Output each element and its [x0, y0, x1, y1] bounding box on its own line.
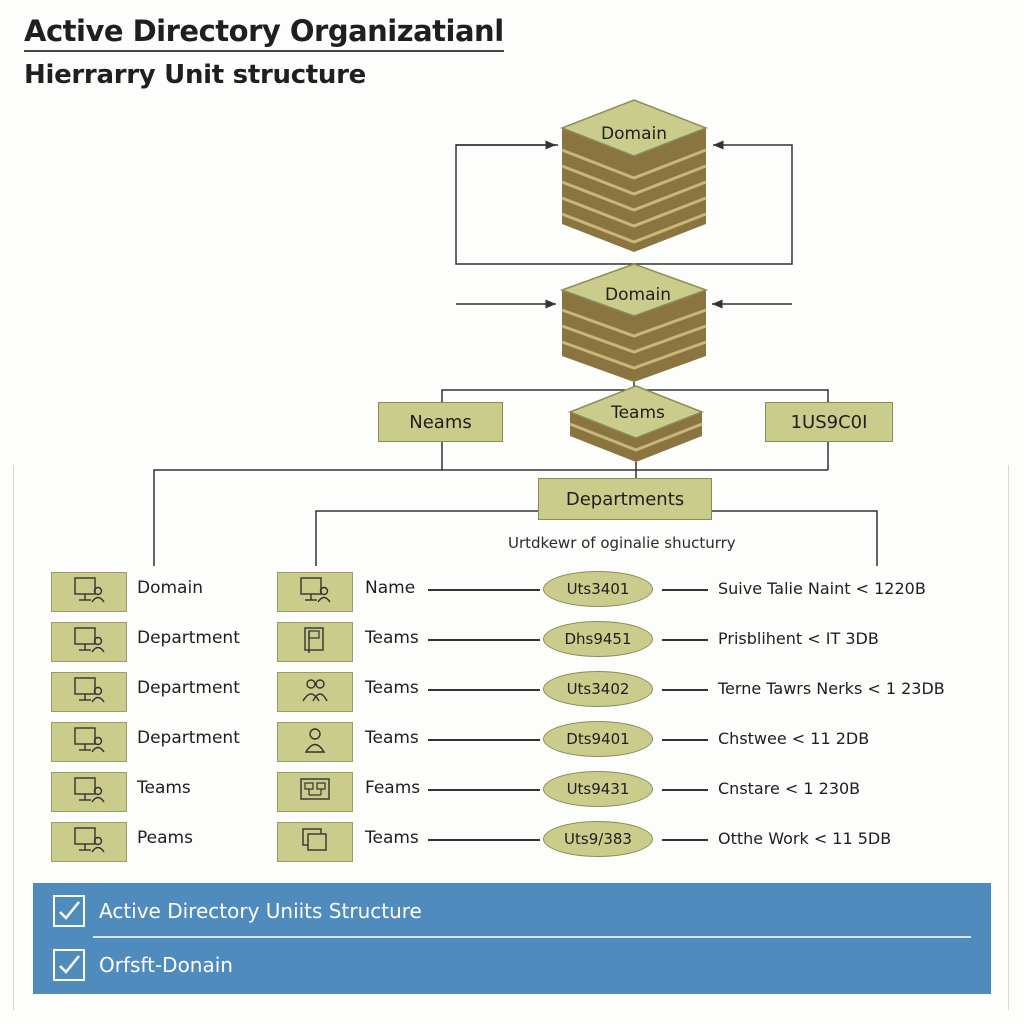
folders-icon: [295, 825, 335, 859]
footer-item2-label: Orfsft-Donain: [99, 953, 233, 977]
computer-user-icon: [69, 575, 109, 609]
ou-code-pill[interactable]: Dhs9451: [543, 621, 653, 657]
top-loop-connector: [455, 140, 793, 265]
footer-item1-label: Active Directory Uniits Structure: [99, 899, 422, 923]
ou-description: Chstwee < 11 2DB: [718, 729, 870, 748]
left-row-label: Domain: [137, 578, 203, 598]
middle-row-label: Name: [365, 578, 416, 598]
code-node[interactable]: 1US9C0I: [765, 402, 893, 442]
ou-description: Suive Talie Naint < 1220B: [718, 579, 926, 598]
computer-user-icon: [69, 625, 109, 659]
left-row-label: Department: [137, 678, 240, 698]
left-row-icon-box[interactable]: [51, 572, 127, 612]
footer-item-domain[interactable]: Orfsft-Donain: [53, 949, 233, 981]
computer-user-icon: [69, 725, 109, 759]
middle-row-icon-box[interactable]: [277, 772, 353, 812]
row-connector: [428, 839, 540, 841]
checkbox-icon[interactable]: [53, 949, 85, 981]
teams-center-label: Teams: [610, 403, 665, 423]
left-row-icon-box[interactable]: [51, 672, 127, 712]
left-row-label: Department: [137, 728, 240, 748]
domain-mid-label: Domain: [605, 285, 671, 305]
ou-code-pill[interactable]: Uts3402: [543, 671, 653, 707]
computer-user-icon: [69, 775, 109, 809]
row-connector: [428, 739, 540, 741]
computer-user-icon: [69, 825, 109, 859]
domain-top-stack[interactable]: Domain: [559, 99, 709, 252]
left-row-icon-box[interactable]: [51, 822, 127, 862]
lower-connectors: [153, 462, 878, 566]
row-connector: [428, 589, 540, 591]
ou-description: Prisblihent < IT 3DB: [718, 629, 879, 648]
ou-code-pill[interactable]: Dts9401: [543, 721, 653, 757]
left-row-icon-box[interactable]: [51, 772, 127, 812]
middle-row-label: Feams: [365, 778, 421, 798]
computer-user-icon: [69, 675, 109, 709]
frame-right: [1008, 465, 1009, 1010]
left-row-label: Peams: [137, 828, 193, 848]
domain-top-label: Domain: [601, 124, 667, 144]
row-connector: [428, 639, 540, 641]
teams-center-stack[interactable]: Teams: [567, 385, 705, 462]
ou-description: Cnstare < 1 230B: [718, 779, 861, 798]
domain-mid-stack[interactable]: Domain: [559, 263, 709, 382]
left-row-label: Department: [137, 628, 240, 648]
left-row-label: Teams: [137, 778, 191, 798]
computer-user-icon: [295, 575, 335, 609]
middle-row-icon-box[interactable]: [277, 572, 353, 612]
middle-row-label: Teams: [365, 678, 419, 698]
row-connector: [662, 639, 708, 641]
row-connector: [662, 839, 708, 841]
footer-divider: [93, 936, 971, 938]
departments-node[interactable]: Departments: [538, 478, 712, 520]
diagram-title-line2: Hierrarry Unit structure: [24, 60, 366, 90]
diagram-title-line1: Active Directory Organizatianl: [24, 14, 504, 52]
structure-subtitle: Urtdkewr of oginalie shucturry: [508, 534, 736, 552]
document-flag-icon: [295, 625, 335, 659]
checkbox-icon[interactable]: [53, 895, 85, 927]
footer-item-structure[interactable]: Active Directory Uniits Structure: [53, 895, 422, 927]
middle-row-icon-box[interactable]: [277, 672, 353, 712]
frame-left: [13, 465, 14, 1010]
middle-row-icon-box[interactable]: [277, 722, 353, 762]
row-connector: [662, 589, 708, 591]
row-connector: [662, 689, 708, 691]
row-connector: [428, 789, 540, 791]
middle-row-label: Teams: [365, 628, 419, 648]
row-connector: [662, 789, 708, 791]
network-icon: [295, 775, 335, 809]
ou-code-pill[interactable]: Uts3401: [543, 571, 653, 607]
middle-row-icon-box[interactable]: [277, 622, 353, 662]
row-connector: [662, 739, 708, 741]
ou-code-pill[interactable]: Uts9431: [543, 771, 653, 807]
ou-description: Otthe Work < 11 5DB: [718, 829, 892, 848]
ou-code-pill[interactable]: Uts9/383: [543, 821, 653, 857]
users-group-icon: [295, 675, 335, 709]
middle-row-icon-box[interactable]: [277, 822, 353, 862]
left-row-icon-box[interactable]: [51, 622, 127, 662]
left-row-icon-box[interactable]: [51, 722, 127, 762]
neams-node[interactable]: Neams: [378, 402, 503, 442]
middle-row-label: Teams: [365, 728, 419, 748]
footer-panel: Active Directory Uniits Structure Orfsft…: [33, 883, 991, 994]
ou-description: Terne Tawrs Nerks < 1 23DB: [718, 679, 945, 698]
row-connector: [428, 689, 540, 691]
middle-row-label: Teams: [365, 828, 419, 848]
user-icon: [295, 725, 335, 759]
